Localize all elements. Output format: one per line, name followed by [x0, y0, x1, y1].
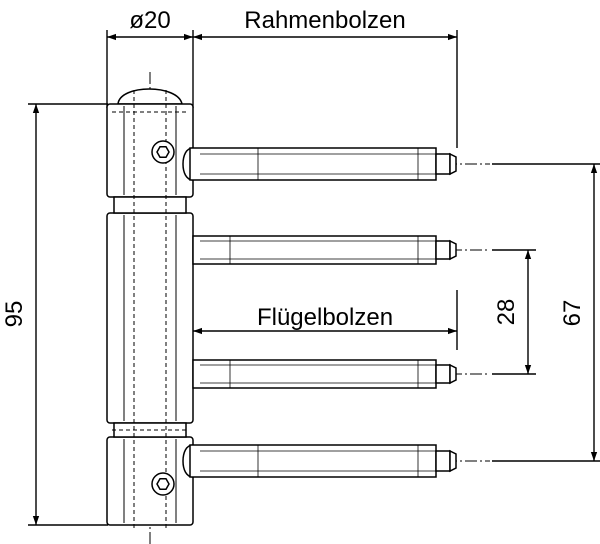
top-cap [117, 88, 183, 105]
frame-bolt-bottom [182, 444, 457, 478]
dimension-lines [28, 30, 600, 526]
overall-height-label: 95 [1, 301, 28, 328]
sash-bolts-label: Flügelbolzen [257, 304, 393, 331]
knuckle-detail-lines [123, 106, 177, 523]
sash-bolt-upper [192, 235, 457, 265]
inner-pin-spacing-label: 28 [493, 299, 520, 326]
bottom-set-screw-icon [151, 472, 175, 496]
frame-bolt-top [182, 147, 457, 181]
top-set-screw-icon [151, 140, 175, 164]
sash-bolt-lower [192, 359, 457, 389]
diameter-label: ø20 [129, 7, 170, 34]
outer-pin-spacing-label: 67 [559, 300, 586, 327]
frame-bolts-label: Rahmenbolzen [244, 7, 405, 34]
bottom-knuckle [106, 436, 194, 526]
middle-knuckle [106, 212, 194, 424]
top-knuckle [106, 103, 194, 198]
hinge-body [106, 88, 194, 526]
